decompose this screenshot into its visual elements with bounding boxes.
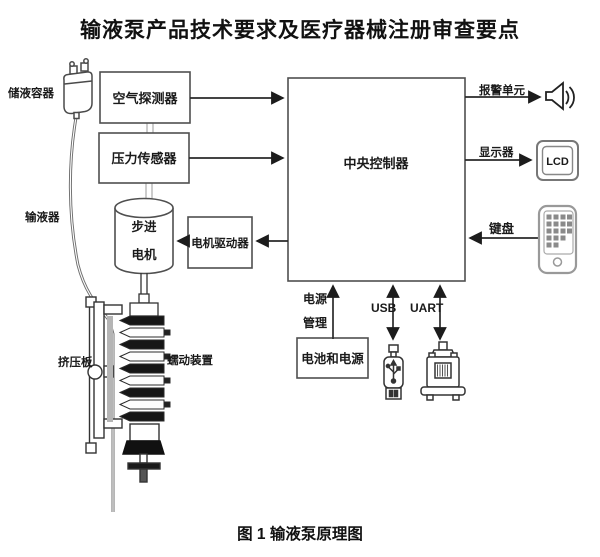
pressure-sensor-label: 压力传感器	[111, 151, 177, 166]
squeeze-plate-label: 挤压板	[58, 355, 93, 369]
cam-bottom-assembly	[122, 423, 165, 483]
power-mgmt-label-1: 电源	[303, 291, 327, 306]
figure-caption: 图 1 输液泵原理图	[237, 526, 363, 543]
lcd-label: LCD	[546, 156, 569, 168]
display-label: 显示器	[479, 146, 514, 159]
db9-connector-icon	[420, 341, 466, 401]
keypad-icon	[537, 204, 578, 275]
reservoir-label: 储液容器	[8, 86, 54, 100]
stepper-motor-label-2: 电机	[131, 247, 157, 262]
lcd-icon: LCD	[536, 140, 579, 181]
motor-driver-box	[187, 216, 253, 269]
battery-power-label: 电池和电源	[301, 351, 364, 366]
central-controller-label: 中央控制器	[343, 156, 409, 171]
peristaltic-label: 蠕动装置	[167, 353, 213, 367]
motor-shaft	[129, 273, 159, 317]
stepper-motor-label-1: 步进	[131, 219, 157, 234]
motor-driver-label: 电机驱动器	[191, 236, 249, 250]
uart-label: UART	[410, 301, 444, 315]
signal-arrows	[176, 90, 542, 341]
usb-connector-icon	[383, 344, 404, 400]
iv-bag-icon	[63, 58, 93, 120]
squeeze-plate	[85, 296, 123, 454]
keyboard-label: 键盘	[488, 221, 515, 236]
tube-strip	[107, 316, 113, 422]
page-title: 输液泵产品技术要求及医疗器械注册审查要点	[80, 18, 520, 42]
pressure-sensor-box	[98, 132, 190, 184]
speaker-icon	[545, 81, 575, 111]
alarm-unit-label: 报警单元	[479, 83, 525, 97]
peristaltic-stack	[118, 315, 171, 422]
battery-power-box	[296, 337, 369, 379]
air-detector-label: 空气探测器	[112, 91, 178, 106]
air-detector-box	[99, 71, 191, 124]
usb-label: USB	[371, 301, 397, 315]
central-controller-box	[287, 77, 466, 282]
stepper-motor-cylinder	[114, 197, 174, 275]
power-mgmt-label-2: 管理	[303, 315, 327, 330]
infusion-set-label: 输液器	[25, 210, 60, 224]
